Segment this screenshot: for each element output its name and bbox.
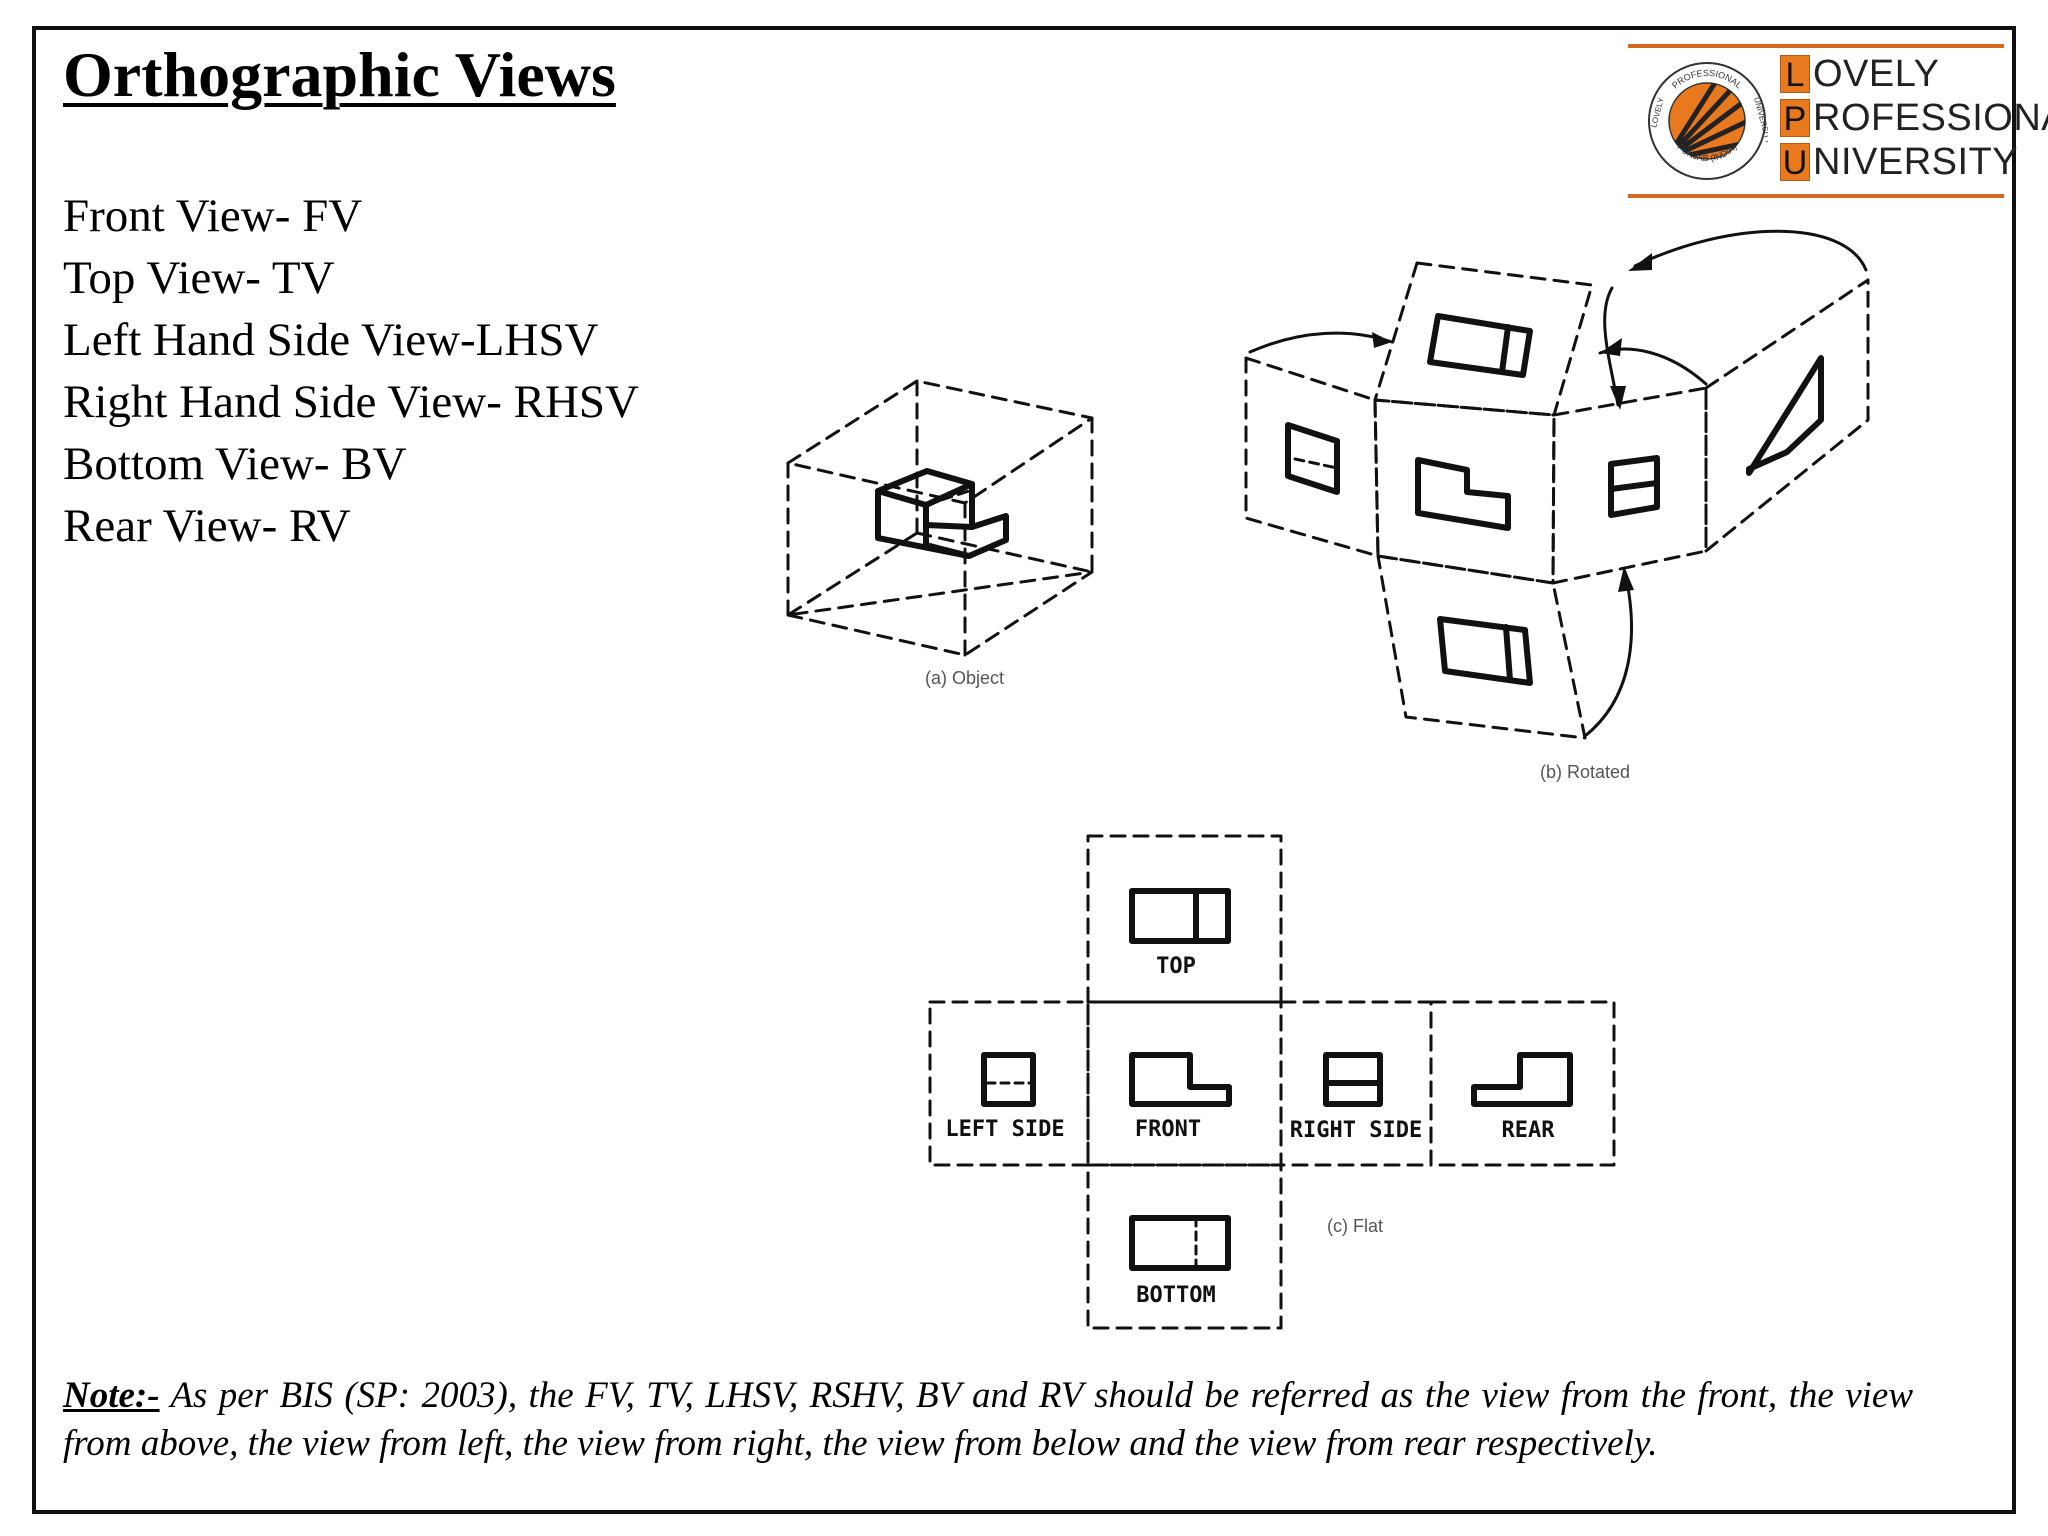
logo-word: NIVERSITY xyxy=(1813,140,2019,183)
logo-line: L OVELY xyxy=(1780,52,2048,96)
arrowheads xyxy=(1372,253,1652,592)
view-list-item: Left Hand Side View-LHSV xyxy=(63,314,599,366)
note-text: As per BIS (SP: 2003), the FV, TV, LHSV,… xyxy=(63,1375,1913,1464)
view-list-item: Right Hand Side View- RHSV xyxy=(63,376,639,428)
bis-note: Note:- As per BIS (SP: 2003), the FV, TV… xyxy=(63,1372,1913,1468)
logo-initial: U xyxy=(1780,143,1810,182)
view-list: Front View- FV Top View- TV Left Hand Si… xyxy=(63,185,639,557)
object-block xyxy=(875,468,1009,559)
flat-label-top: TOP xyxy=(1156,954,1196,979)
logo-line: U NIVERSITY xyxy=(1780,140,2048,184)
logo-wordmark: L OVELY P ROFESSIONAL U NIVERSITY xyxy=(1780,52,2048,184)
flat-grid xyxy=(928,834,1616,1330)
slide-title: Orthographic Views xyxy=(63,39,616,110)
flat-label-bottom: BOTTOM xyxy=(1136,1283,1215,1308)
university-logo: PROFESSIONAL PUNJAB (INDIA) LOVELY UNIVE… xyxy=(1628,44,2048,198)
rotated-caption: (b) Rotated xyxy=(1540,762,1630,782)
logo-word: OVELY xyxy=(1813,52,1940,95)
flat-label-rear: REAR xyxy=(1502,1118,1556,1143)
logo-initial: P xyxy=(1780,99,1810,138)
flat-caption: (c) Flat xyxy=(1327,1216,1383,1236)
object-caption: (a) Object xyxy=(925,668,1004,688)
object-glass-box xyxy=(786,379,1094,657)
view-list-item: Bottom View- BV xyxy=(63,438,407,490)
flat-label-front: FRONT xyxy=(1135,1117,1201,1142)
logo-initial: L xyxy=(1780,55,1810,94)
note-label: Note:- xyxy=(63,1375,160,1416)
view-list-item: Front View- FV xyxy=(63,190,363,242)
logo-bottom-rule xyxy=(1628,194,2004,198)
view-list-item: Rear View- RV xyxy=(63,500,351,552)
view-list-item: Top View- TV xyxy=(63,252,335,304)
flat-views xyxy=(981,888,1573,1271)
logo-word: ROFESSIONAL xyxy=(1813,96,2048,139)
slide-border xyxy=(32,26,2016,1514)
flat-label-left-side: LEFT SIDE xyxy=(945,1117,1064,1142)
logo-line: P ROFESSIONAL xyxy=(1780,96,2048,140)
logo-emblem-icon: PROFESSIONAL PUNJAB (INDIA) LOVELY UNIVE… xyxy=(1648,62,1768,180)
rotated-views xyxy=(1285,313,1824,686)
logo-top-rule xyxy=(1628,44,2004,48)
rotated-panels xyxy=(1244,261,1870,740)
rotation-arrows xyxy=(1248,229,1868,738)
flat-label-right-side: RIGHT SIDE xyxy=(1290,1118,1422,1143)
